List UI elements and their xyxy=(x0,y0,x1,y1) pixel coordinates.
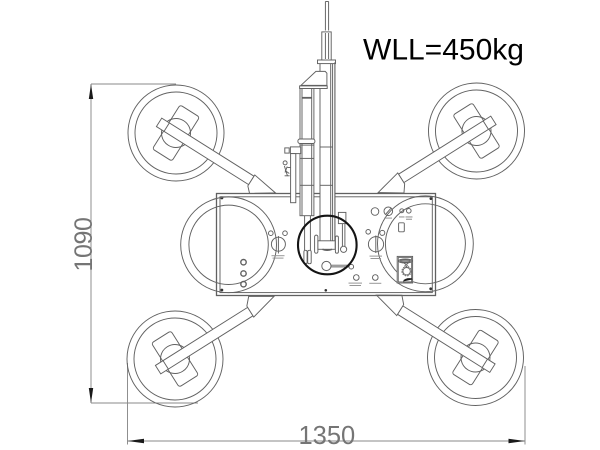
svg-text:WLL=450kg: WLL=450kg xyxy=(363,34,524,67)
svg-text:1350: 1350 xyxy=(299,422,356,450)
svg-text:1090: 1090 xyxy=(70,217,98,271)
